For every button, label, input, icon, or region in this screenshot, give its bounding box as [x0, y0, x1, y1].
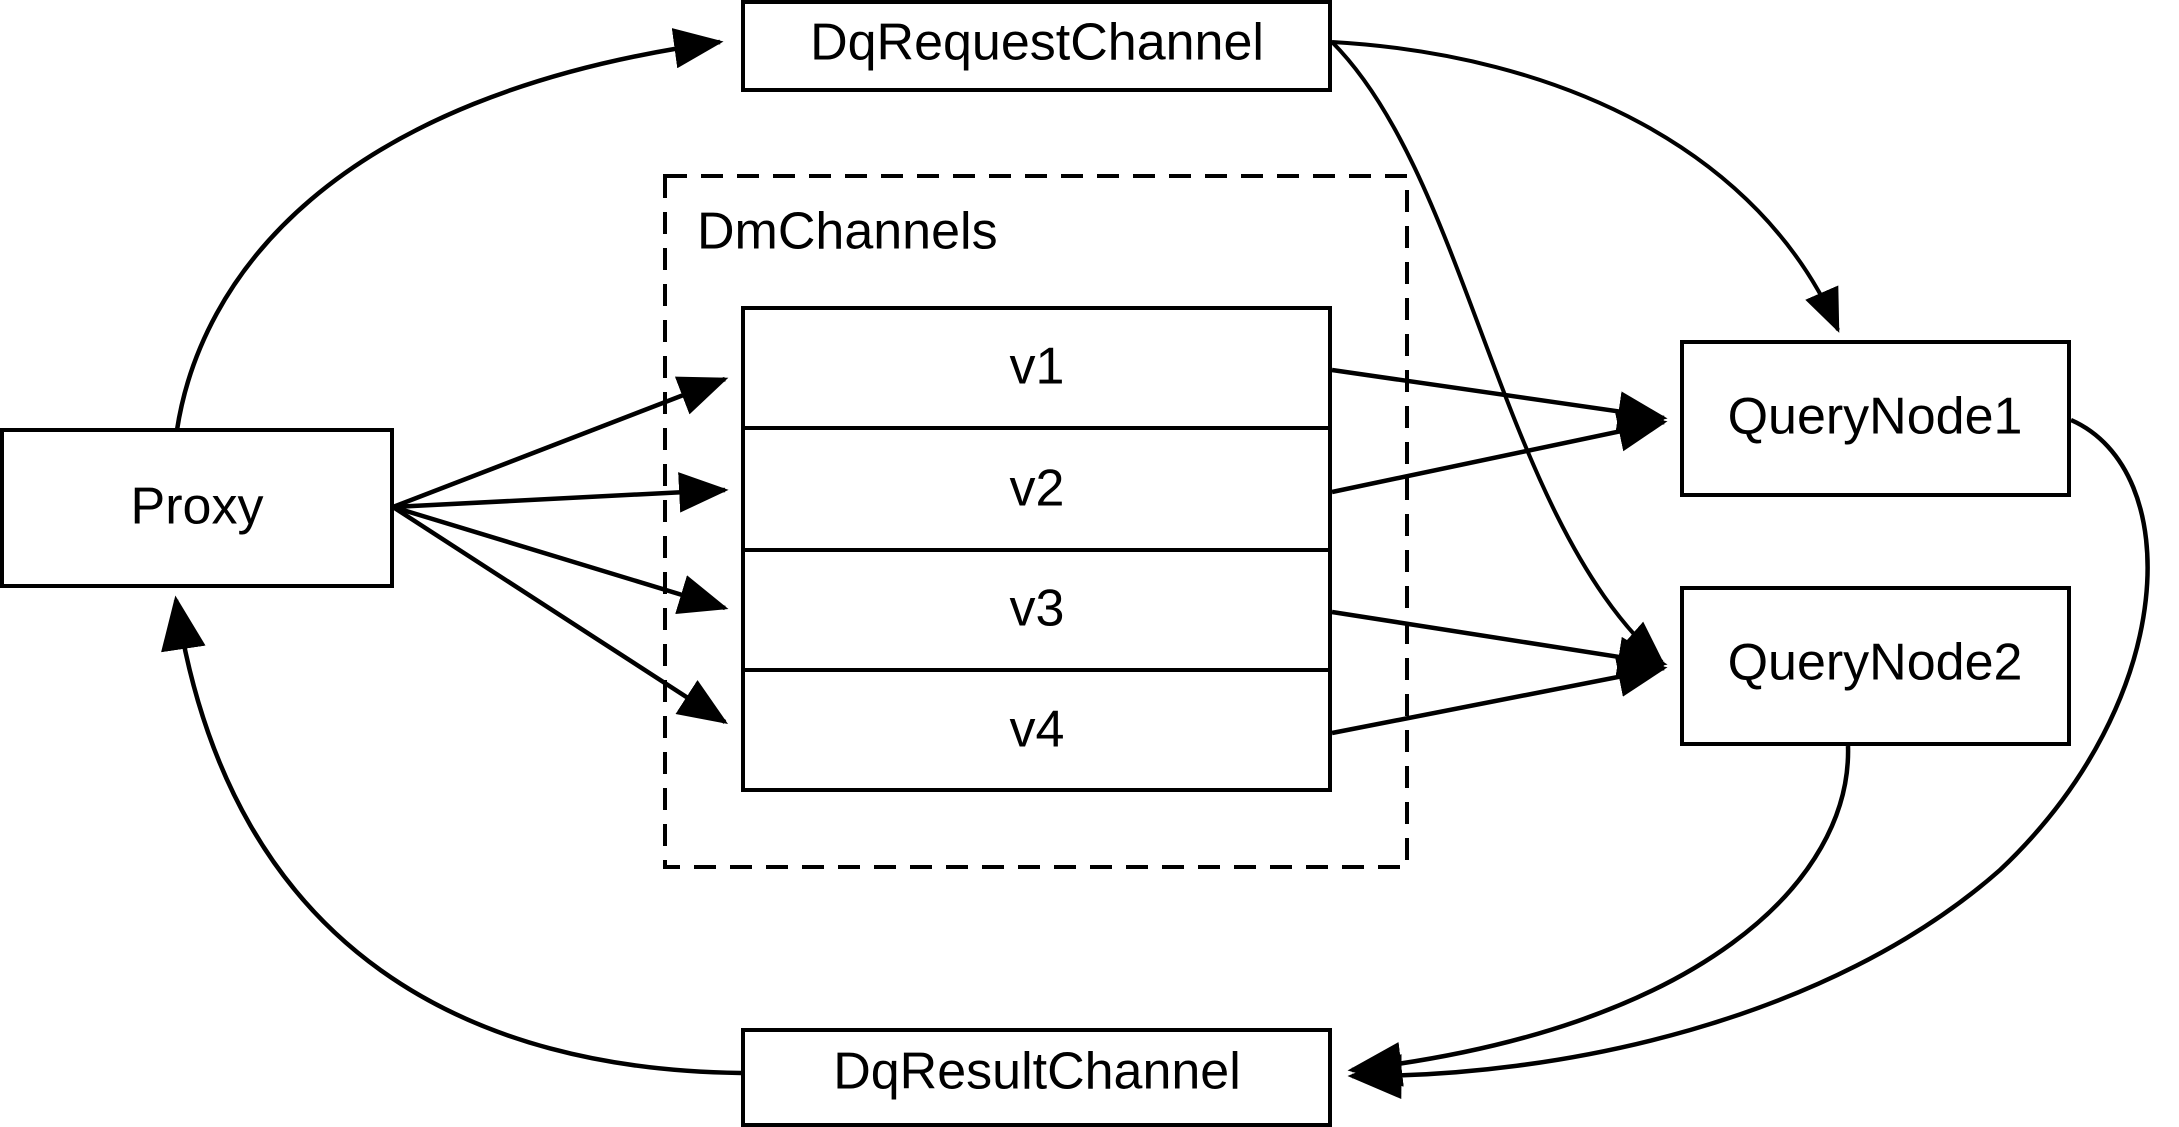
dq-request-channel-label: DqRequestChannel: [810, 14, 1264, 72]
dm-channels-label: DmChannels: [697, 203, 998, 261]
dm-channels-group: DmChannels: [663, 174, 1409, 869]
edge-v2-to-query-node-1: [1331, 411, 1668, 495]
node-query-node-1[interactable]: QueryNode1: [1680, 340, 2071, 497]
channel-row-v2-label[interactable]: v2: [1010, 460, 1065, 518]
edge-query-node-1-to-dq-result-channel: [1347, 417, 2150, 1099]
dm-channel-stack: v1 v2 v3 v4: [741, 306, 1332, 792]
node-query-node-2[interactable]: QueryNode2: [1680, 586, 2071, 746]
channel-row-v4-label[interactable]: v4: [1010, 701, 1065, 759]
dq-result-channel-label: DqResultChannel: [833, 1043, 1241, 1101]
dm-channels-boundary: [663, 174, 1409, 869]
edge-proxy-to-v4: [391, 505, 729, 724]
query-node-2-box[interactable]: [1680, 586, 2071, 746]
edge-proxy-to-dq-request-channel: [174, 28, 724, 431]
edge-query-node-2-to-dq-result-channel: [1347, 745, 1851, 1087]
channel-row-v1-label[interactable]: v1: [1010, 338, 1065, 396]
proxy-box[interactable]: [0, 428, 394, 588]
edge-layer: [161, 28, 2150, 1099]
edge-proxy-to-v3: [392, 504, 729, 615]
dq-request-channel-box[interactable]: [741, 0, 1332, 92]
edge-v3-to-query-node-2: [1331, 609, 1668, 677]
edge-v4-to-query-node-2: [1331, 656, 1668, 736]
node-dq-result-channel[interactable]: DqResultChannel: [741, 1028, 1332, 1127]
edge-dq-request-channel-to-query-node-2: [1330, 40, 1665, 665]
query-node-1-box[interactable]: [1680, 340, 2071, 497]
node-proxy[interactable]: Proxy: [0, 428, 394, 588]
channel-row-v3-label[interactable]: v3: [1010, 580, 1065, 638]
query-node-1-label: QueryNode1: [1728, 388, 2023, 446]
edge-dq-result-channel-to-proxy: [161, 595, 742, 1076]
proxy-label: Proxy: [131, 478, 264, 536]
edge-proxy-to-v2: [392, 472, 729, 513]
edge-v1-to-query-node-1: [1331, 367, 1668, 432]
edge-dq-request-channel-to-query-node-1: [1331, 40, 1840, 333]
query-node-2-label: QueryNode2: [1728, 634, 2023, 692]
edge-proxy-to-v1: [392, 376, 729, 510]
node-dq-request-channel[interactable]: DqRequestChannel: [741, 0, 1332, 92]
dq-result-channel-box[interactable]: [741, 1028, 1332, 1127]
